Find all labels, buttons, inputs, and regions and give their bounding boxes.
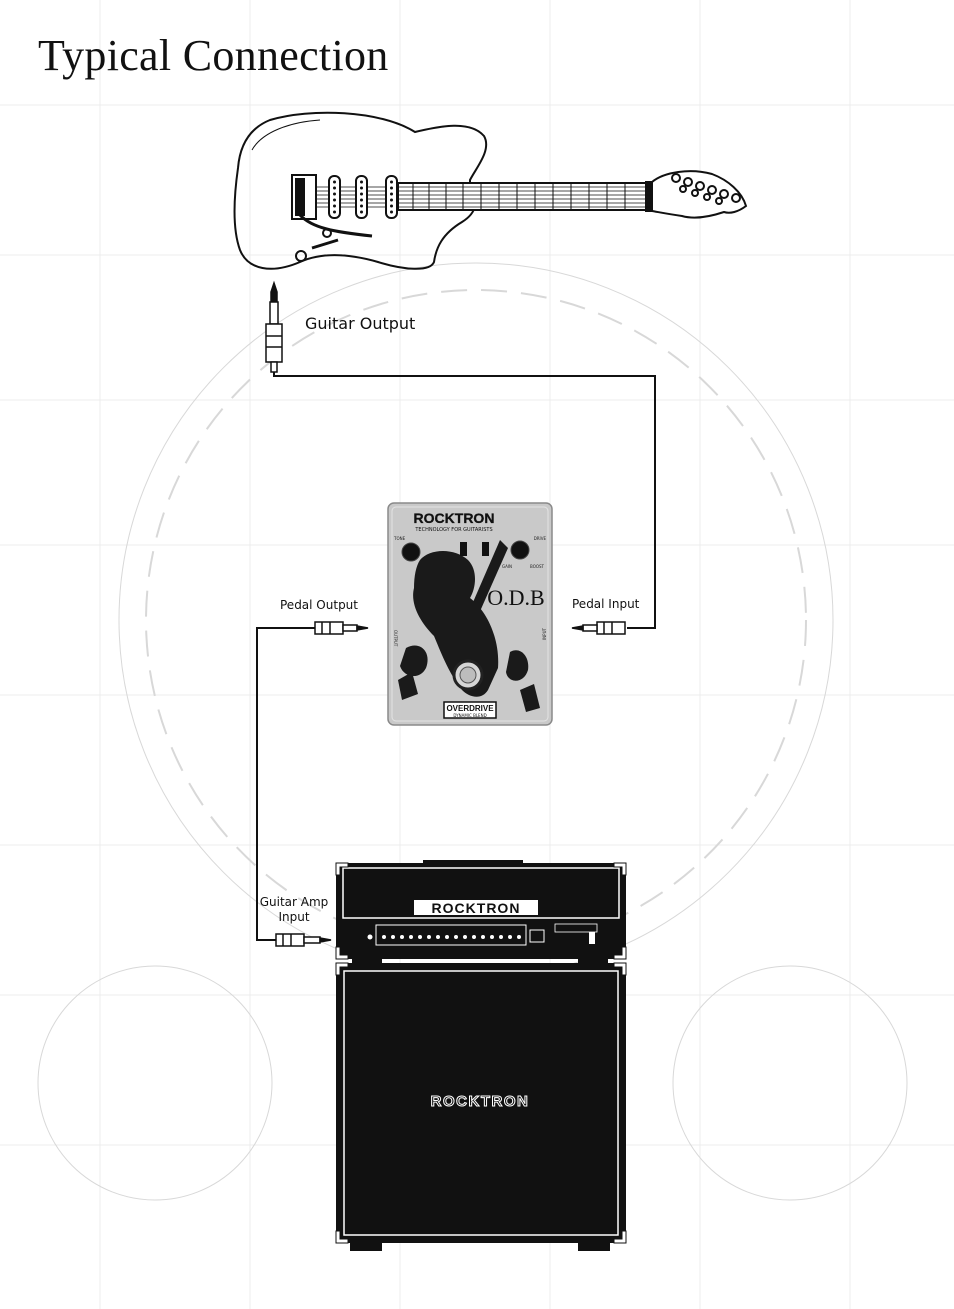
pedal-input-label: Pedal Input xyxy=(572,597,640,611)
pedal: ROCKTRON TECHNOLOGY FOR GUITARISTS TONE … xyxy=(387,502,553,726)
amp-input-label-line2: Input xyxy=(278,910,310,924)
pedal-drive-knob[interactable] xyxy=(510,540,530,560)
pedal-knob-label: BOOST xyxy=(530,564,545,569)
pedal-badge xyxy=(443,701,497,719)
pedal-knob-label: TONE xyxy=(393,536,406,541)
pedal-tone-knob[interactable] xyxy=(401,542,421,562)
amp-head-brand: ROCKTRON xyxy=(432,900,521,916)
pedal-knob-label: GAIN xyxy=(502,564,512,569)
pedal-switch[interactable] xyxy=(460,542,467,556)
amp-input-label: Guitar Amp Input xyxy=(256,895,332,925)
pedal-subtype: DYNAMIC BLEND xyxy=(453,713,486,718)
pedal-input-plug xyxy=(571,621,626,635)
speaker-cabinet: ROCKTRON xyxy=(335,957,627,1251)
pedal-side-output: OUTPUT xyxy=(393,630,398,647)
pedal-output-label: Pedal Output xyxy=(280,598,358,612)
page-title: Typical Connection xyxy=(38,31,389,80)
pedal-side-input: INPUT xyxy=(542,627,547,640)
guitar-output-jack xyxy=(265,280,283,373)
pedal-output-plug xyxy=(314,621,369,635)
guitar-output-label: Guitar Output xyxy=(305,314,416,333)
amp-input-plug xyxy=(275,933,332,947)
pedal-knob-label: DRIVE xyxy=(534,536,547,541)
pedal-model: O.D.B xyxy=(487,585,544,610)
pedal-brand: ROCKTRON xyxy=(414,510,495,526)
cables xyxy=(256,372,656,941)
amp-head: ROCKTRON xyxy=(335,860,627,960)
cabinet-brand: ROCKTRON xyxy=(431,1093,530,1110)
guitar xyxy=(233,111,748,270)
amp-input-label-line1: Guitar Amp xyxy=(259,895,329,909)
pedal-tagline: TECHNOLOGY FOR GUITARISTS xyxy=(414,527,492,533)
pedal-switch[interactable] xyxy=(482,542,489,556)
pedal-type: OVERDRIVE xyxy=(446,704,494,713)
